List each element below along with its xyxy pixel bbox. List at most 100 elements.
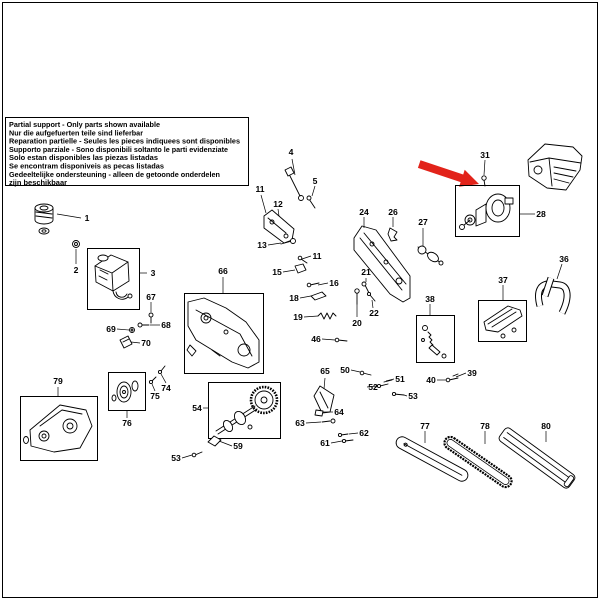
part-21-screw [364, 284, 370, 294]
part-outline [74, 242, 78, 246]
part-22-screw [369, 294, 376, 302]
part-outline [475, 203, 487, 227]
part-outline [511, 327, 517, 333]
part-13-pin-head [290, 238, 296, 244]
leader-line [321, 338, 336, 341]
leader-line [348, 432, 359, 435]
part-outline [421, 338, 425, 342]
part-outline [112, 290, 129, 300]
part-outline [186, 344, 197, 357]
part-outline [34, 207, 54, 225]
part-69-washer-hole [130, 328, 134, 332]
part-outline [287, 171, 301, 197]
part-outline [500, 333, 506, 339]
notice-box: Partial support - Only parts shown avail… [5, 117, 249, 187]
leader-line [323, 377, 326, 390]
notice-line: Nur die aufgefuerten teile sind lieferba… [9, 129, 143, 137]
part-74-screw [160, 365, 166, 372]
notice-line: Gedeeltelijke ondersteuning - alleen de … [9, 171, 220, 179]
screws-39-40 [445, 373, 459, 383]
part-outline [446, 439, 510, 485]
leader-line [303, 315, 319, 318]
part-19-spring [317, 312, 337, 320]
part-46-screw [334, 337, 348, 343]
notice-line: Reparation partielle - Seules les pieces… [9, 138, 240, 146]
part-outline [428, 344, 441, 356]
part-31-screw [481, 175, 487, 187]
part-outline [237, 343, 251, 357]
part-50-screw-head [359, 370, 365, 376]
part-outline [383, 259, 389, 265]
part-outline [491, 199, 505, 217]
leader-line [301, 255, 312, 260]
callout-labels: 1 2 3 4 5 11 11 12 13 15 16 18 19 20 21 … [53, 147, 569, 463]
part-outline [119, 385, 129, 399]
part-outline [542, 277, 554, 297]
callout-78: 78 [480, 421, 490, 431]
part-outline [443, 435, 513, 489]
part-outline [448, 377, 459, 381]
callout-27: 27 [418, 217, 428, 227]
part-outline [222, 419, 234, 433]
callout-28: 28 [536, 209, 546, 219]
part-outline [483, 179, 486, 187]
part-outline [452, 373, 459, 377]
part-50-screw [362, 372, 372, 376]
part-54-box [208, 382, 281, 439]
callout-77: 77 [420, 421, 430, 431]
part-outline [223, 329, 229, 335]
part-outline [369, 241, 375, 247]
part-outline [422, 325, 428, 331]
part-outline [116, 381, 132, 403]
callout-53-right: 53 [408, 391, 418, 401]
callout-13: 13 [257, 240, 267, 250]
callout-79: 79 [53, 376, 63, 386]
part-outline [23, 436, 29, 444]
part-outline [498, 427, 576, 489]
leader-line [366, 385, 378, 388]
part-15-clip [294, 263, 307, 274]
part-box-border [455, 185, 520, 237]
part-outline [38, 430, 50, 442]
notice-line: Solo estan disponibles las piezas listad… [9, 154, 158, 162]
part-box-border [184, 293, 264, 374]
part-52-screw [379, 383, 389, 387]
screws-74-75 [148, 365, 166, 385]
part-outline [459, 224, 465, 230]
part-64-piece [314, 409, 324, 417]
parts-59-53 [191, 435, 222, 458]
part-16-pin-head [306, 282, 312, 288]
part-outline [427, 331, 434, 346]
part-outline [503, 432, 570, 483]
part-outline [94, 261, 129, 292]
callout-38: 38 [425, 294, 435, 304]
callout-76: 76 [122, 418, 132, 428]
callout-11-upper: 11 [255, 184, 264, 194]
leader-line [267, 242, 282, 246]
part-box-border [416, 315, 455, 363]
part-outline [200, 312, 212, 324]
leader-lines [56, 158, 563, 459]
leader-line [160, 373, 167, 384]
callout-59: 59 [233, 441, 243, 451]
part-75-screw-head [148, 379, 154, 385]
part-11-screw [300, 258, 308, 264]
part-26-drawing [387, 227, 398, 242]
callout-20: 20 [352, 318, 362, 328]
part-11-screw-head [297, 255, 303, 261]
part-outline [481, 175, 487, 181]
callout-68: 68 [161, 320, 171, 330]
part-28-box [455, 185, 520, 237]
part-outline [298, 195, 304, 201]
callout-36: 36 [559, 254, 569, 264]
part-outline [438, 260, 444, 266]
leader-line [218, 440, 233, 447]
part-outline [269, 219, 275, 225]
callout-40: 40 [426, 375, 436, 385]
part-outline [131, 380, 139, 392]
part-outline [483, 305, 523, 333]
part-67-screw-head [148, 312, 154, 318]
leader-line [330, 440, 343, 444]
part-69-washer [129, 327, 135, 333]
